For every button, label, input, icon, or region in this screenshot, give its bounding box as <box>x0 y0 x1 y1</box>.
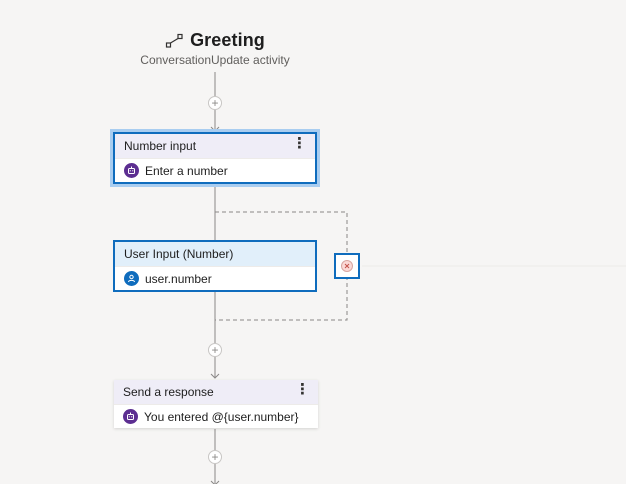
node-body-text: user.number <box>145 271 212 286</box>
bot-icon <box>124 163 139 178</box>
node-title: Number input <box>124 139 197 153</box>
node-body: You entered @{user.number} <box>114 404 318 428</box>
exit-node[interactable] <box>334 253 360 279</box>
add-step-button[interactable]: + <box>208 343 222 357</box>
node-header: Number input ⋮ <box>115 134 315 158</box>
node-header: Send a response ⋮ <box>114 380 318 404</box>
more-options-icon[interactable]: ⋮ <box>295 381 310 398</box>
trigger-subtitle: ConversationUpdate activity <box>140 53 290 67</box>
node-body-text: Enter a number <box>145 163 228 178</box>
add-step-button[interactable]: + <box>208 96 222 110</box>
node-title: User Input (Number) <box>124 247 234 261</box>
node-body-text: You entered @{user.number} <box>144 409 299 424</box>
user-icon <box>124 271 139 286</box>
node-title: Send a response <box>123 385 214 399</box>
more-options-icon[interactable]: ⋮ <box>292 135 307 152</box>
send-response-node[interactable]: Send a response ⋮ You entered @{user.num… <box>114 380 318 428</box>
trigger-header[interactable]: Greeting ConversationUpdate activity <box>115 30 315 67</box>
trigger-title-row: Greeting <box>115 30 315 51</box>
exit-icon <box>341 260 353 272</box>
user-input-node[interactable]: User Input (Number) user.number <box>113 240 317 292</box>
node-header: User Input (Number) <box>115 242 315 266</box>
number-input-node[interactable]: Number input ⋮ Enter a number <box>113 132 317 184</box>
bot-icon <box>123 409 138 424</box>
node-body: Enter a number <box>115 158 315 182</box>
arrow-head <box>210 480 220 484</box>
trigger-link-icon <box>165 33 183 48</box>
add-step-button[interactable]: + <box>208 450 222 464</box>
trigger-title: Greeting <box>190 30 265 50</box>
node-body: user.number <box>115 266 315 290</box>
arrow-head <box>210 126 220 132</box>
arrow-head <box>210 373 220 379</box>
